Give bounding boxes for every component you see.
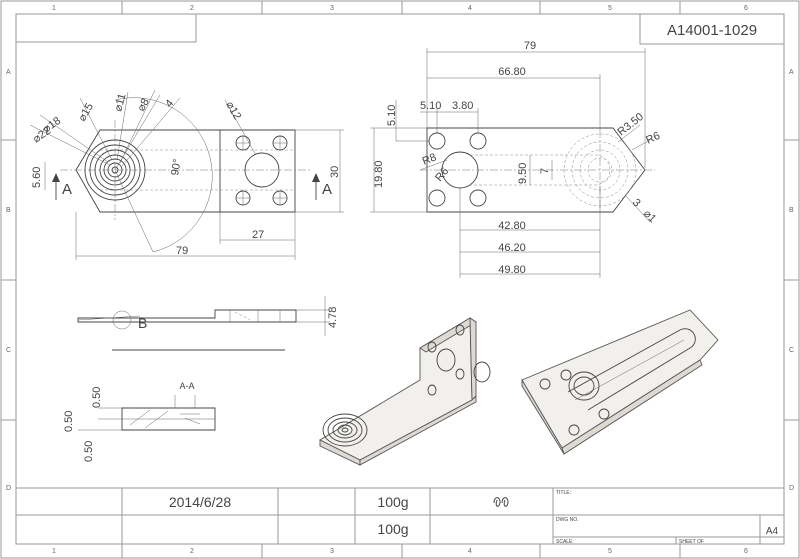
dim-d4: 4 [163, 98, 176, 110]
dim-66-80: 66.80 [498, 66, 526, 78]
dim-0-50-b: 0.50 [63, 411, 75, 432]
zone-col-6-bottom: 6 [744, 548, 748, 555]
section-label-right: A [322, 181, 332, 198]
dim-3-80: 3.80 [452, 100, 473, 112]
zone-labels: 1 2 3 4 5 6 1 2 3 4 5 6 A B C D A B C D [6, 5, 794, 555]
dim-d15: ⌀15 [76, 101, 96, 123]
zone-col-4-top: 4 [468, 5, 472, 12]
zone-row-b-right: B [789, 207, 794, 214]
side-view: B 4.78 [77, 296, 339, 351]
dim-90-deg: 90° [169, 158, 184, 176]
scale-label: SCALE: [556, 539, 574, 545]
sheet-label: SHEET OF [679, 539, 704, 545]
dim-5-60: 5.60 [31, 167, 43, 188]
dim-r8: R8 [421, 151, 439, 167]
dim-9-50: 9.50 [517, 163, 529, 184]
isometric-view-1 [319, 317, 491, 466]
section-title: A-A [179, 381, 194, 391]
zone-row-a-right: A [789, 69, 794, 76]
dim-d8: ⌀8 [135, 96, 152, 113]
dim-79-top: 79 [524, 40, 536, 52]
zone-row-b-left: B [6, 207, 11, 214]
sheet-size: A4 [766, 526, 779, 537]
section-view: A-A 0.50 0.50 0.50 [63, 381, 216, 462]
zone-col-4-bottom: 4 [468, 548, 472, 555]
top-left-block [16, 14, 197, 43]
top-view: 79 66.80 5.10 3.80 5.10 R3.50 R6 R8 R6 1… [370, 40, 662, 278]
dim-r6-left: R6 [433, 165, 451, 183]
section-label-left: A [62, 181, 72, 198]
dim-d1: ⌀1 [641, 208, 659, 226]
dim-d12: ⌀12 [223, 100, 243, 122]
zone-col-3-bottom: 3 [330, 548, 334, 555]
dim-0-50-a: 0.50 [91, 387, 103, 408]
zone-col-6-top: 6 [744, 5, 748, 12]
front-view: ⌀22 ⌀18 ⌀15 ⌀11 ⌀8 4 ⌀12 5.60 90° 79 27 … [29, 89, 344, 260]
zone-col-1-top: 1 [52, 5, 56, 12]
zone-col-5-top: 5 [608, 5, 612, 12]
dim-7: 7 [539, 168, 551, 174]
weight-value-1: 100g [377, 494, 408, 510]
detail-b-label: B [138, 315, 147, 331]
dim-19-80: 19.80 [373, 160, 385, 188]
dim-5-10-b: 5.10 [386, 105, 398, 126]
dwg-no-label: DWG NO. [556, 517, 579, 523]
zone-row-a-left: A [6, 69, 11, 76]
weight-value-2: 100g [377, 521, 408, 537]
title-label: TITLE: [556, 490, 571, 496]
zone-row-d-left: D [6, 485, 11, 492]
title-block-grid [16, 487, 784, 544]
drawing-number-box: A14001-1029 [639, 13, 785, 45]
zone-col-1-bottom: 1 [52, 548, 56, 555]
drawing-date: 2014/6/28 [169, 494, 231, 510]
dim-42-80: 42.80 [498, 220, 526, 232]
dim-46-20: 46.20 [498, 242, 526, 254]
inner-border [15, 13, 785, 545]
dim-27: 27 [252, 229, 264, 241]
zone-row-c-left: C [6, 347, 11, 354]
dim-30: 30 [329, 166, 341, 178]
signature-mark [493, 497, 509, 507]
zone-col-3-top: 3 [330, 5, 334, 12]
dim-79-front: 79 [176, 245, 188, 257]
dim-r3-50: R3.50 [615, 111, 646, 139]
drawing-number: A14001-1029 [667, 22, 757, 39]
zone-row-d-right: D [789, 485, 794, 492]
dim-4-78: 4.78 [327, 307, 339, 328]
zone-col-2-top: 2 [190, 5, 194, 12]
dim-r6-right: R6 [644, 130, 662, 147]
zone-col-5-bottom: 5 [608, 548, 612, 555]
dim-0-50-c: 0.50 [83, 441, 95, 462]
dim-d11: ⌀11 [112, 92, 128, 113]
dim-5-10-a: 5.10 [420, 100, 441, 112]
zone-row-c-right: C [789, 347, 794, 354]
dim-49-80: 49.80 [498, 264, 526, 276]
isometric-view-2 [521, 309, 719, 455]
zone-col-2-bottom: 2 [190, 548, 194, 555]
